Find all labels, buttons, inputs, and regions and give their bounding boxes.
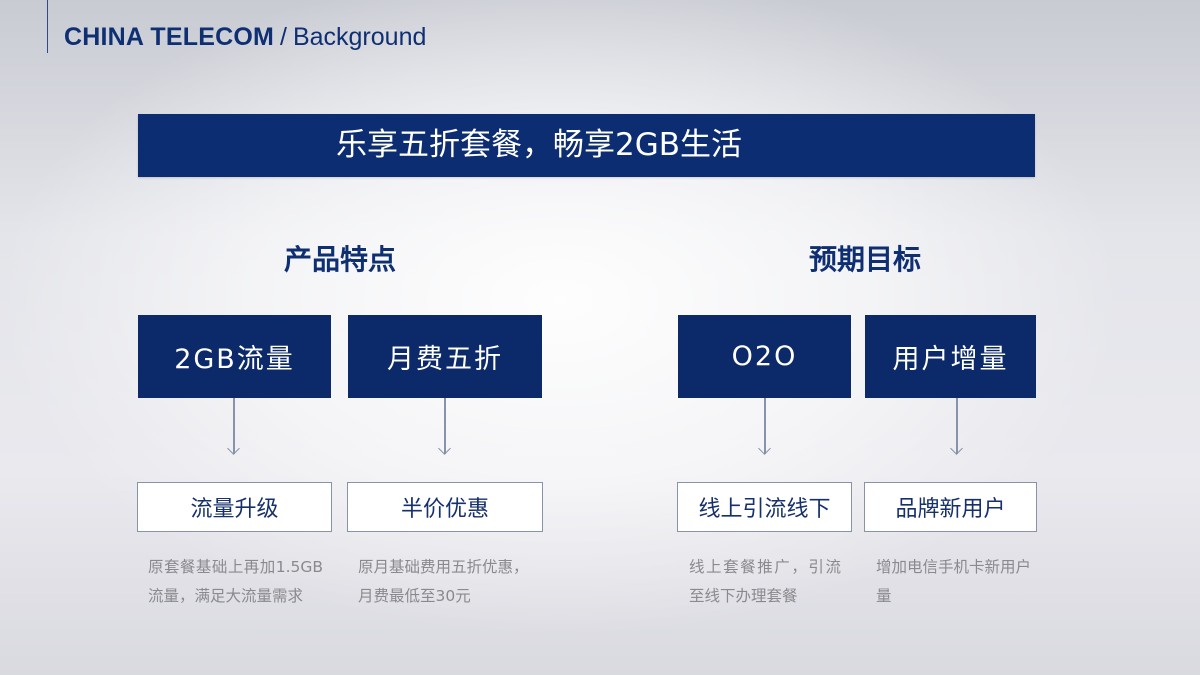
section-name: Background — [292, 23, 427, 51]
page-header: CHINA TELECOM/Background — [64, 23, 426, 52]
feature-desc-price: 原月基础费用五折优惠，月费最低至30元 — [358, 558, 529, 605]
arrow-down-icon — [438, 398, 451, 456]
section-heading-features: 产品特点 — [283, 243, 396, 276]
goal-desc-user-growth: 增加电信手机卡新用户量 — [876, 558, 1032, 605]
header-separator: / — [280, 23, 287, 51]
section-heading-goals: 预期目标 — [808, 243, 921, 276]
feature-desc-data: 原套餐基础上再加1.5GB流量，满足大流量需求 — [148, 558, 323, 605]
feature-card-data: 2GB流量 — [138, 315, 331, 398]
banner-title: 乐享五折套餐，畅享2GB生活 — [336, 127, 743, 163]
goal-desc-o2o: 线上套餐推广，引流至线下办理套餐 — [689, 558, 841, 605]
feature-sublabel-data: 流量升级 — [137, 482, 332, 532]
feature-sublabel-price: 半价优惠 — [347, 482, 543, 532]
arrow-down-icon — [950, 398, 963, 456]
goal-card-user-growth: 用户增量 — [865, 315, 1036, 398]
header-accent-line — [47, 0, 48, 53]
goal-sublabel-o2o: 线上引流线下 — [677, 482, 852, 532]
goal-card-o2o: O2O — [678, 315, 851, 398]
goal-sublabel-user-growth: 品牌新用户 — [864, 482, 1037, 532]
arrow-down-icon — [758, 398, 771, 456]
feature-card-price: 月费五折 — [348, 315, 542, 398]
arrow-down-icon — [227, 398, 240, 456]
title-banner: 乐享五折套餐，畅享2GB生活 — [138, 114, 1035, 177]
brand-name: CHINA TELECOM — [64, 23, 274, 51]
